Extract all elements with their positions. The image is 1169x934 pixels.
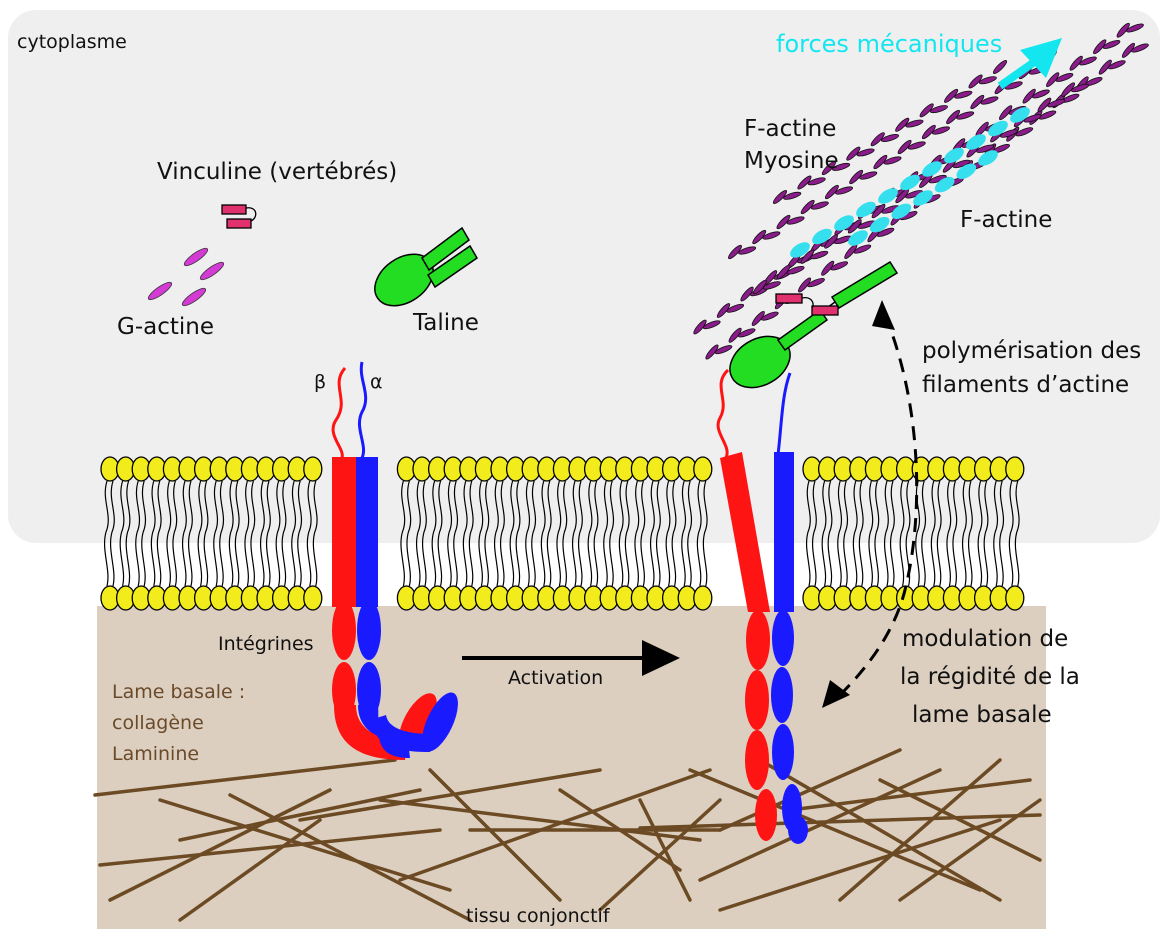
beta-domain	[332, 600, 356, 660]
alpha-domain	[772, 610, 794, 666]
label-f-actin-right: F-actine	[960, 207, 1052, 233]
label-polymerization-2: filaments d’actine	[922, 372, 1129, 398]
lipid-head	[694, 457, 712, 481]
label-activation: Activation	[508, 667, 603, 689]
lipid-head	[304, 586, 322, 610]
lipid-head	[694, 586, 712, 610]
label-modulation-1: modulation de	[902, 626, 1068, 652]
vinculin-domain	[227, 219, 251, 228]
beta-domain	[755, 789, 777, 841]
vinculin-domain	[222, 205, 246, 214]
label-vinculin: Vinculine (vertébrés)	[157, 159, 397, 185]
label-beta: β	[314, 371, 326, 393]
label-polymerization-1: polymérisation des	[922, 338, 1141, 364]
label-modulation-3: lame basale	[912, 702, 1052, 728]
label-f-actin-top: F-actine	[744, 116, 836, 142]
lipid-head	[1006, 586, 1024, 610]
beta-domain	[746, 610, 770, 670]
beta-transmembrane	[332, 457, 356, 607]
label-connective-tissue: tissu conjonctif	[466, 905, 611, 927]
label-g-actin: G-actine	[117, 314, 214, 340]
label-forces: forces mécaniques	[776, 30, 1002, 58]
label-alpha: α	[370, 371, 383, 393]
lipid-heads-bottom	[101, 586, 1024, 610]
label-basal-lamina-3: Laminine	[112, 743, 199, 765]
label-integrins: Intégrines	[218, 633, 314, 655]
label-basal-lamina-1: Lame basale :	[112, 681, 245, 703]
alpha-transmembrane	[356, 457, 378, 607]
vinculin-domain	[812, 306, 838, 315]
label-myosin: Myosine	[744, 148, 839, 174]
beta-domain	[745, 730, 769, 790]
alpha-transmembrane	[774, 452, 794, 612]
label-cytoplasm: cytoplasme	[17, 31, 127, 53]
lipid-head	[304, 457, 322, 481]
alpha-domain	[357, 600, 381, 660]
alpha-domain	[772, 724, 794, 780]
lipid-heads-top	[101, 457, 1024, 481]
label-modulation-2: la régidité de la	[900, 664, 1080, 690]
alpha-head	[788, 816, 808, 844]
lipid-head	[1006, 457, 1024, 481]
label-talin: Taline	[412, 310, 479, 336]
label-basal-lamina-2: collagène	[112, 712, 204, 734]
beta-domain	[745, 670, 769, 730]
alpha-domain	[771, 667, 793, 723]
vinculin-domain	[776, 294, 802, 303]
